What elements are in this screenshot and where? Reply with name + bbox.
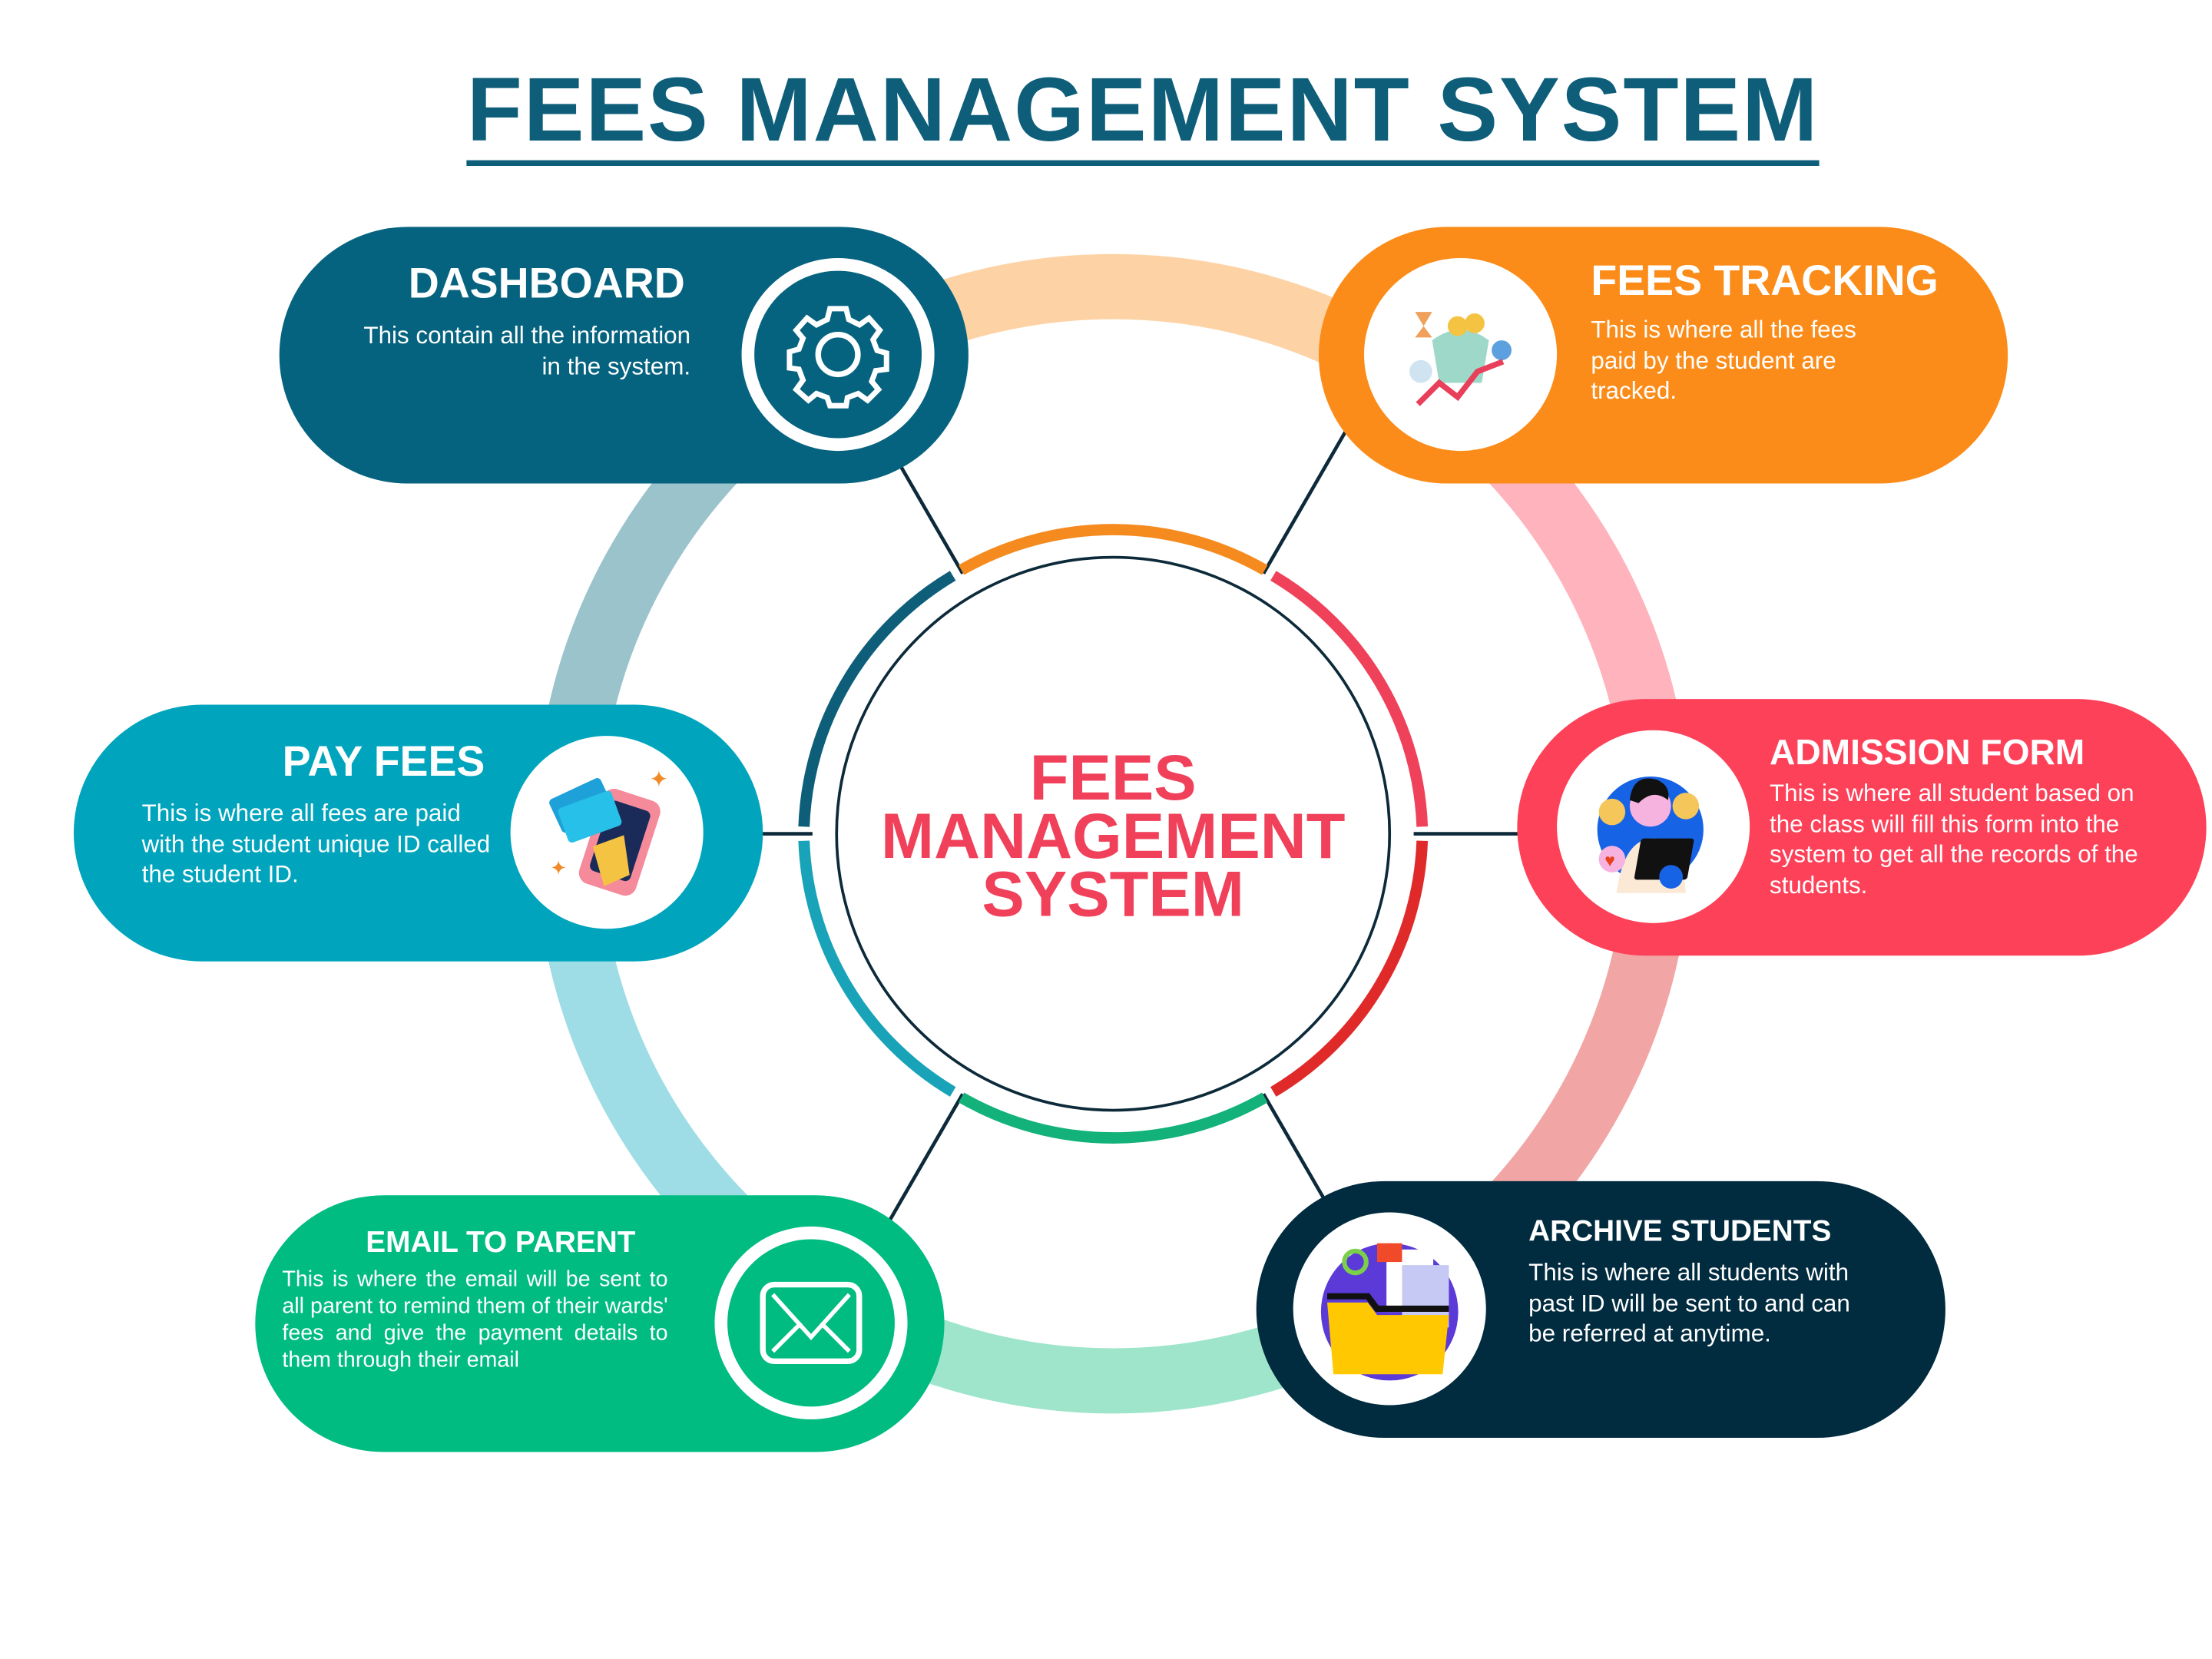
admission-form-card[interactable]: ♥ ADMISSION FORM This is where all stude… (1517, 699, 2207, 956)
svg-text:✦: ✦ (550, 858, 567, 879)
gear-icon (786, 306, 889, 409)
dashboard-card[interactable]: DASHBOARD This contain all the informati… (279, 227, 969, 484)
svg-text:♥: ♥ (1604, 850, 1615, 870)
archive-students-card[interactable]: ARCHIVE STUDENTS This is where all stude… (1256, 1181, 1945, 1438)
folder-icon (1320, 1243, 1459, 1381)
svg-text:✦: ✦ (650, 767, 669, 793)
envelope-icon (760, 1281, 863, 1364)
center-label: FEES MANAGEMENT SYSTEM (880, 741, 1346, 931)
phone-payment-icon: ✦✦ (549, 767, 669, 896)
student-laptop-icon: ♥ (1597, 777, 1704, 893)
pay-fees-card[interactable]: PAY FEES This is where all fees are paid… (73, 704, 763, 962)
email-to-parent-card[interactable]: EMAIL TO PARENT This is where the email … (255, 1195, 945, 1452)
fees-tracking-card[interactable]: FEES TRACKING This is where all the fees… (1318, 227, 2008, 484)
money-growth-icon (1409, 312, 1512, 406)
page-title: FEES MANAGEMENT SYSTEM (0, 57, 2212, 166)
